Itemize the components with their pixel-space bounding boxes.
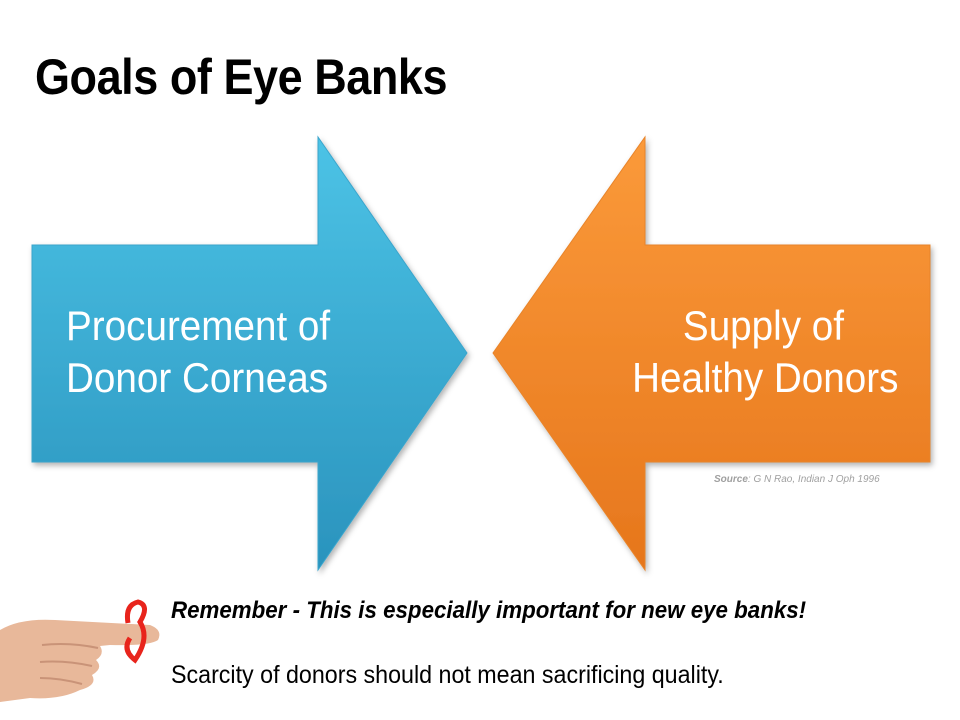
source-citation: Source: G N Rao, Indian J Oph 1996	[714, 474, 880, 485]
right-arrow-text: Supply of Healthy Donors	[632, 300, 898, 404]
source-label: Source	[714, 474, 748, 485]
slide-title: Goals of Eye Banks	[35, 49, 448, 105]
right-arrow-shape	[492, 135, 931, 572]
left-arrow-shape	[31, 135, 468, 572]
finger-ribbon-image	[0, 599, 160, 702]
scarcity-note: Scarcity of donors should not mean sacri…	[171, 661, 724, 689]
source-text: : G N Rao, Indian J Oph 1996	[747, 474, 880, 485]
right-arrow-line2: Healthy Donors	[631, 354, 898, 401]
left-arrow-text: Procurement of Donor Corneas	[66, 300, 330, 404]
left-arrow-line2: Donor Corneas	[66, 354, 329, 401]
remember-note: Remember - This is especially important …	[171, 597, 807, 624]
right-arrow-line1: Supply of	[682, 302, 844, 349]
left-arrow-line1: Procurement of	[66, 302, 331, 349]
